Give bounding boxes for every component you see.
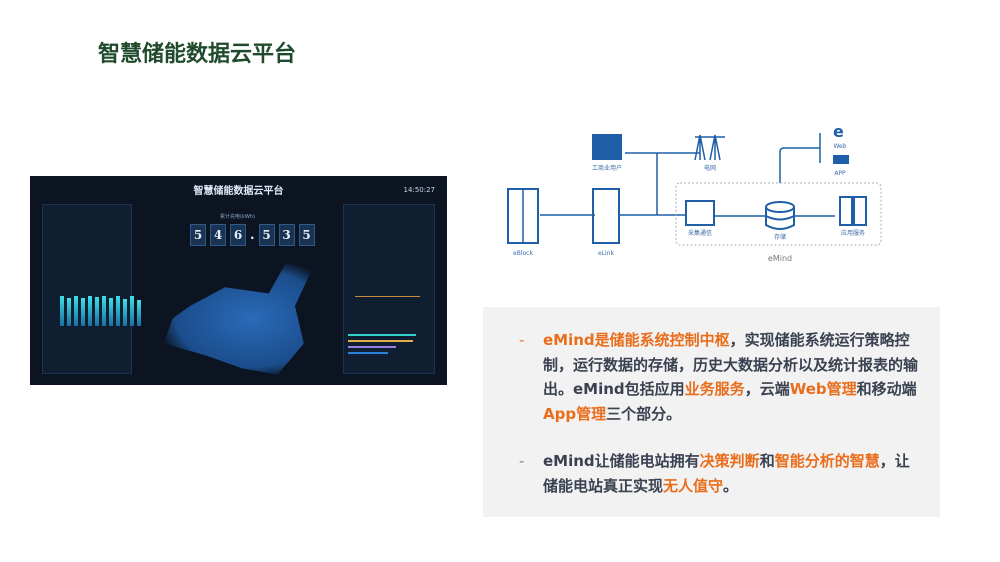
counter-label: 累计充电(kWh) — [220, 214, 255, 220]
digit: 5 — [190, 224, 206, 246]
bullet: - — [519, 452, 525, 470]
digit: 5 — [258, 224, 275, 246]
paragraph-2: -eMind让储能电站拥有决策判断和智能分析的智慧，让储能电站真正实现无人值守。 — [519, 449, 924, 498]
body-text: 和移动端 — [856, 380, 917, 398]
highlight-text: 智能分析的智慧 — [774, 452, 880, 470]
highlight-text: 决策判断 — [699, 452, 760, 470]
label-user: 工商业用户 — [592, 164, 622, 172]
label-web: Web — [833, 143, 846, 150]
label-grid: 电网 — [704, 164, 716, 172]
dashboard-clock: 14:50:27 — [403, 186, 435, 194]
label-eblock: eBlock — [513, 250, 533, 257]
label-emind: eMind — [768, 254, 792, 263]
digit: 3 — [278, 224, 295, 246]
label-storage: 存储 — [774, 233, 786, 241]
body-text: 。 — [723, 476, 739, 495]
body-text: ，实现储能系统运行策略控制，运行数据的存储，历史大数据分析以及统计报表的输出。e… — [543, 331, 919, 398]
digit: 5 — [298, 224, 315, 246]
highlight-text: App管理 — [543, 404, 607, 423]
label-service: 应用服务 — [841, 229, 865, 237]
bullet: - — [519, 331, 525, 349]
highlight-text: eMind是储能系统控制中枢 — [543, 331, 730, 349]
description-box: -eMind是储能系统控制中枢，实现储能系统运行策略控制，运行数据的存储，历史大… — [483, 307, 940, 517]
app-icon — [833, 155, 849, 164]
body-text: 和 — [759, 452, 775, 470]
ie-web-icon: e — [833, 122, 844, 141]
digit: 4 — [210, 224, 226, 246]
slide-title: 智慧储能数据云平台 — [98, 42, 297, 67]
left-panel — [42, 204, 132, 374]
counter-digits: 5 4 6 . 5 3 5 — [190, 224, 315, 246]
right-panel — [343, 204, 435, 374]
china-map — [163, 262, 313, 375]
building-icon — [592, 134, 622, 160]
system-architecture-diagram: e 工商业用户 电网 Web APP 采集通信 存储 应用服务 eBlock e… — [507, 122, 882, 263]
digit: 6 — [230, 224, 246, 246]
paragraph-1: -eMind是储能系统控制中枢，实现储能系统运行策略控制，运行数据的存储，历史大… — [519, 328, 924, 426]
dashboard-screenshot: 智慧储能数据云平台 14:50:27 累计充电(kWh) 5 4 6 . 5 3… — [30, 176, 447, 385]
highlight-text: Web管理 — [789, 380, 857, 398]
body-text: ，让储能电站真正实现 — [543, 452, 910, 495]
body-text: ，云端 — [744, 380, 790, 398]
body-text: eMind让储能电站拥有 — [543, 452, 700, 470]
label-collect: 采集通信 — [688, 229, 712, 237]
highlight-text: 业务服务 — [684, 380, 745, 398]
decimal-point: . — [250, 228, 255, 242]
label-app: APP — [834, 170, 846, 177]
label-elink: eLink — [598, 250, 615, 257]
body-text: 三个部分。 — [606, 404, 682, 423]
highlight-text: 无人值守 — [663, 476, 724, 495]
bar-chart — [60, 291, 141, 326]
dashboard-title: 智慧储能数据云平台 — [193, 186, 284, 197]
